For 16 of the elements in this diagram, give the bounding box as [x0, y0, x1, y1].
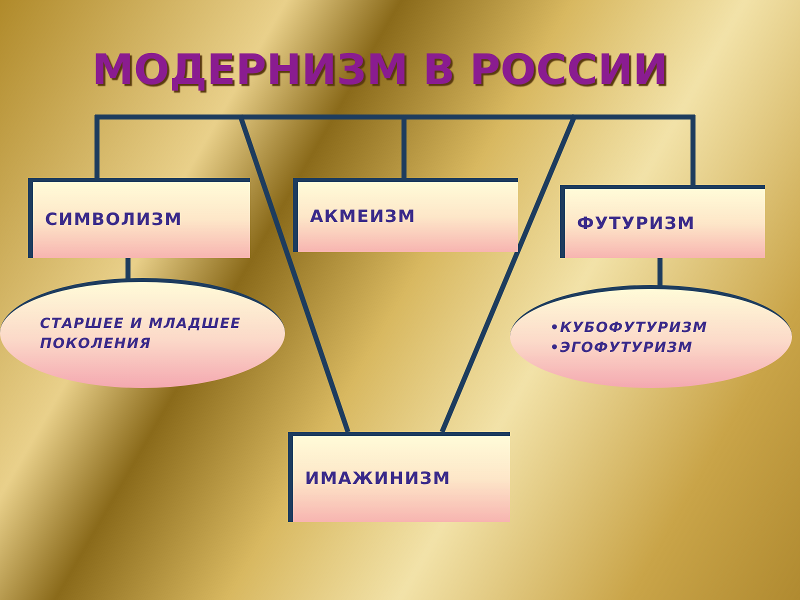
category-box [28, 178, 250, 258]
node-label: ФУТУРИЗМ [577, 214, 696, 234]
category-box [560, 185, 765, 258]
category-box [293, 178, 518, 252]
node-label: •КУБОФУТУРИЗМ [550, 318, 709, 338]
connector-line [94, 115, 100, 178]
node-label: ИМАЖИНИЗМ [305, 469, 452, 489]
connector-line [238, 114, 350, 433]
connector-line [690, 115, 696, 185]
node-label: СТАРШЕЕ И МЛАДШЕЕ ПОКОЛЕНИЯ [40, 315, 242, 354]
node-label: СИМВОЛИЗМ [45, 210, 184, 230]
connector-line [440, 114, 578, 433]
node-label: •ЭГОФУТУРИЗМ [550, 338, 694, 358]
node-label: АКМЕИЗМ [310, 207, 417, 227]
category-box [288, 432, 510, 522]
node-label: МОДЕРНИЗМ В РОССИИ [92, 45, 670, 94]
